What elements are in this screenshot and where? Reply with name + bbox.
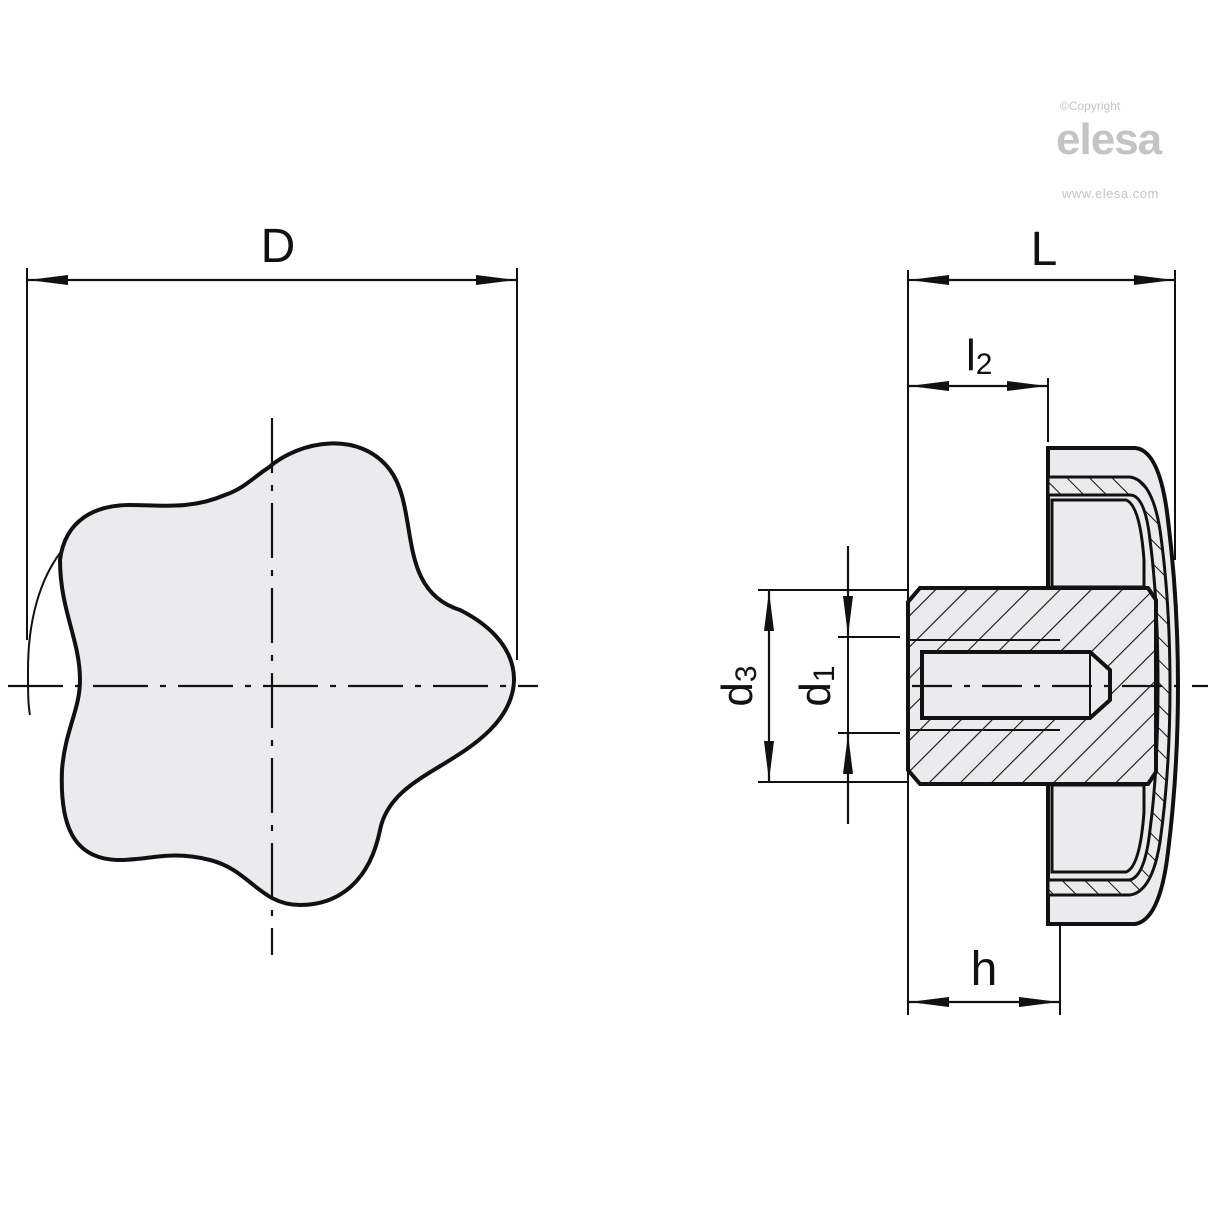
label-d1: d1 xyxy=(791,665,841,706)
knob-shell-section xyxy=(1046,475,1172,897)
label-h: h xyxy=(971,943,998,996)
lower-recess xyxy=(1050,783,1146,874)
elesa-logo: elesa xyxy=(1056,115,1162,164)
circumscribed-arc xyxy=(26,552,61,716)
copyright-text: ©Copyright xyxy=(1060,99,1121,113)
star-knob-outline xyxy=(57,441,516,908)
label-L: L xyxy=(1031,223,1058,276)
website-url: www.elesa.com xyxy=(1062,186,1159,201)
side-view: L l2 h d3 d1 xyxy=(713,223,1208,1015)
label-l2: l2 xyxy=(966,331,992,381)
label-d3: d3 xyxy=(713,665,763,706)
label-D: D xyxy=(261,220,296,273)
upper-recess xyxy=(1050,498,1146,589)
front-view: D xyxy=(8,220,538,955)
